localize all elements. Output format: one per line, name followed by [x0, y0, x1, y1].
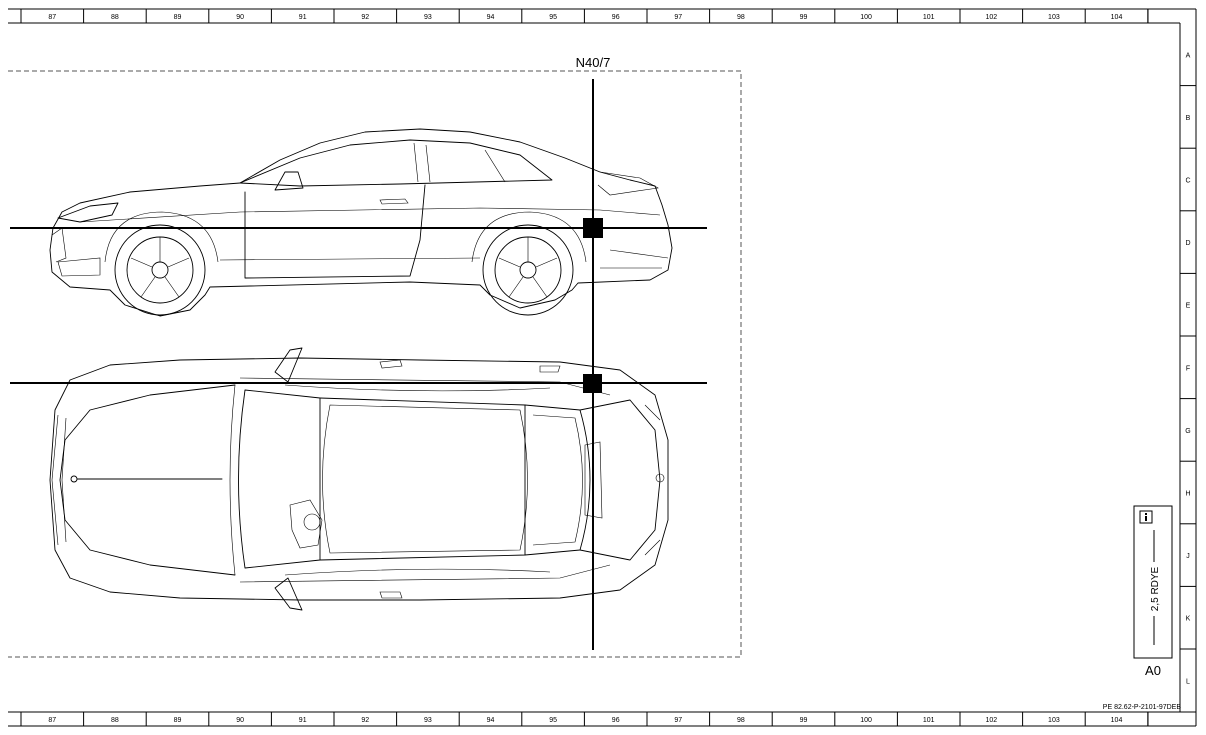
column-label: 103 [1048, 14, 1060, 21]
column-label: 94 [487, 14, 495, 21]
column-label: 97 [674, 14, 682, 21]
row-label: L [1186, 678, 1190, 685]
column-label: 88 [111, 14, 119, 21]
vehicle-area-boundary [8, 70, 742, 658]
column-label: 103 [1048, 717, 1060, 724]
row-label: A [1186, 52, 1191, 59]
column-label: 90 [236, 14, 244, 21]
column-label: 99 [800, 14, 808, 21]
column-label: 101 [923, 14, 935, 21]
row-label: J [1186, 553, 1190, 560]
column-label: 102 [985, 717, 997, 724]
info-icon[interactable] [1139, 510, 1153, 524]
column-label: 91 [299, 717, 307, 724]
column-label: 89 [174, 14, 182, 21]
column-label: 91 [299, 14, 307, 21]
column-label: 94 [487, 717, 495, 724]
column-label: 87 [48, 14, 56, 21]
row-label: C [1185, 178, 1190, 185]
column-label: 97 [674, 717, 682, 724]
car-side-view [49, 128, 673, 317]
sheet-frame [8, 8, 1197, 727]
row-label: F [1186, 365, 1190, 372]
component-label: N40/7 [576, 55, 611, 70]
row-label: D [1185, 240, 1190, 247]
column-label: 104 [1111, 14, 1123, 21]
column-label: 100 [860, 717, 872, 724]
row-label: K [1186, 616, 1191, 623]
column-label: 100 [860, 14, 872, 21]
wire-designation-box: 2,5 RDYE A0 [1133, 505, 1173, 678]
row-ruler-right: A B C D E F G H J K L [1180, 52, 1196, 685]
column-label: 102 [985, 14, 997, 21]
column-label: 92 [361, 14, 369, 21]
column-label: 96 [612, 14, 620, 21]
column-label: 98 [737, 717, 745, 724]
column-ruler-top: 87 88 89 90 91 92 93 94 95 96 97 98 99 100 101 102 103 10… [20, 9, 1149, 23]
connector-label: A0 [1145, 663, 1161, 678]
row-label: E [1186, 303, 1191, 310]
column-label: 90 [236, 717, 244, 724]
car-top-view [49, 347, 669, 611]
column-label: 104 [1111, 717, 1123, 724]
component-locator-n40-7: N40/7 [10, 55, 707, 650]
row-label: H [1185, 491, 1190, 498]
column-label: 87 [48, 717, 56, 724]
column-label: 98 [737, 14, 745, 21]
column-label: 93 [424, 14, 432, 21]
column-label: 89 [174, 717, 182, 724]
row-label: G [1185, 428, 1190, 435]
column-label: 101 [923, 717, 935, 724]
column-label: 88 [111, 717, 119, 724]
column-label: 95 [549, 717, 557, 724]
column-label: 96 [612, 717, 620, 724]
column-ruler-bottom: 87 88 89 90 91 92 93 94 95 96 97 98 99 100 101 102 103 10… [20, 712, 1149, 726]
column-label: 92 [361, 717, 369, 724]
document-reference: PE 82.62-P-2101-97DEB [1103, 704, 1182, 711]
column-label: 93 [424, 717, 432, 724]
component-marker-side[interactable] [583, 218, 603, 238]
component-marker-top[interactable] [583, 374, 602, 393]
wire-color-code: 2,5 RDYE [1150, 566, 1161, 611]
column-label: 99 [800, 717, 808, 724]
column-label: 95 [549, 14, 557, 21]
row-label: B [1186, 115, 1191, 122]
